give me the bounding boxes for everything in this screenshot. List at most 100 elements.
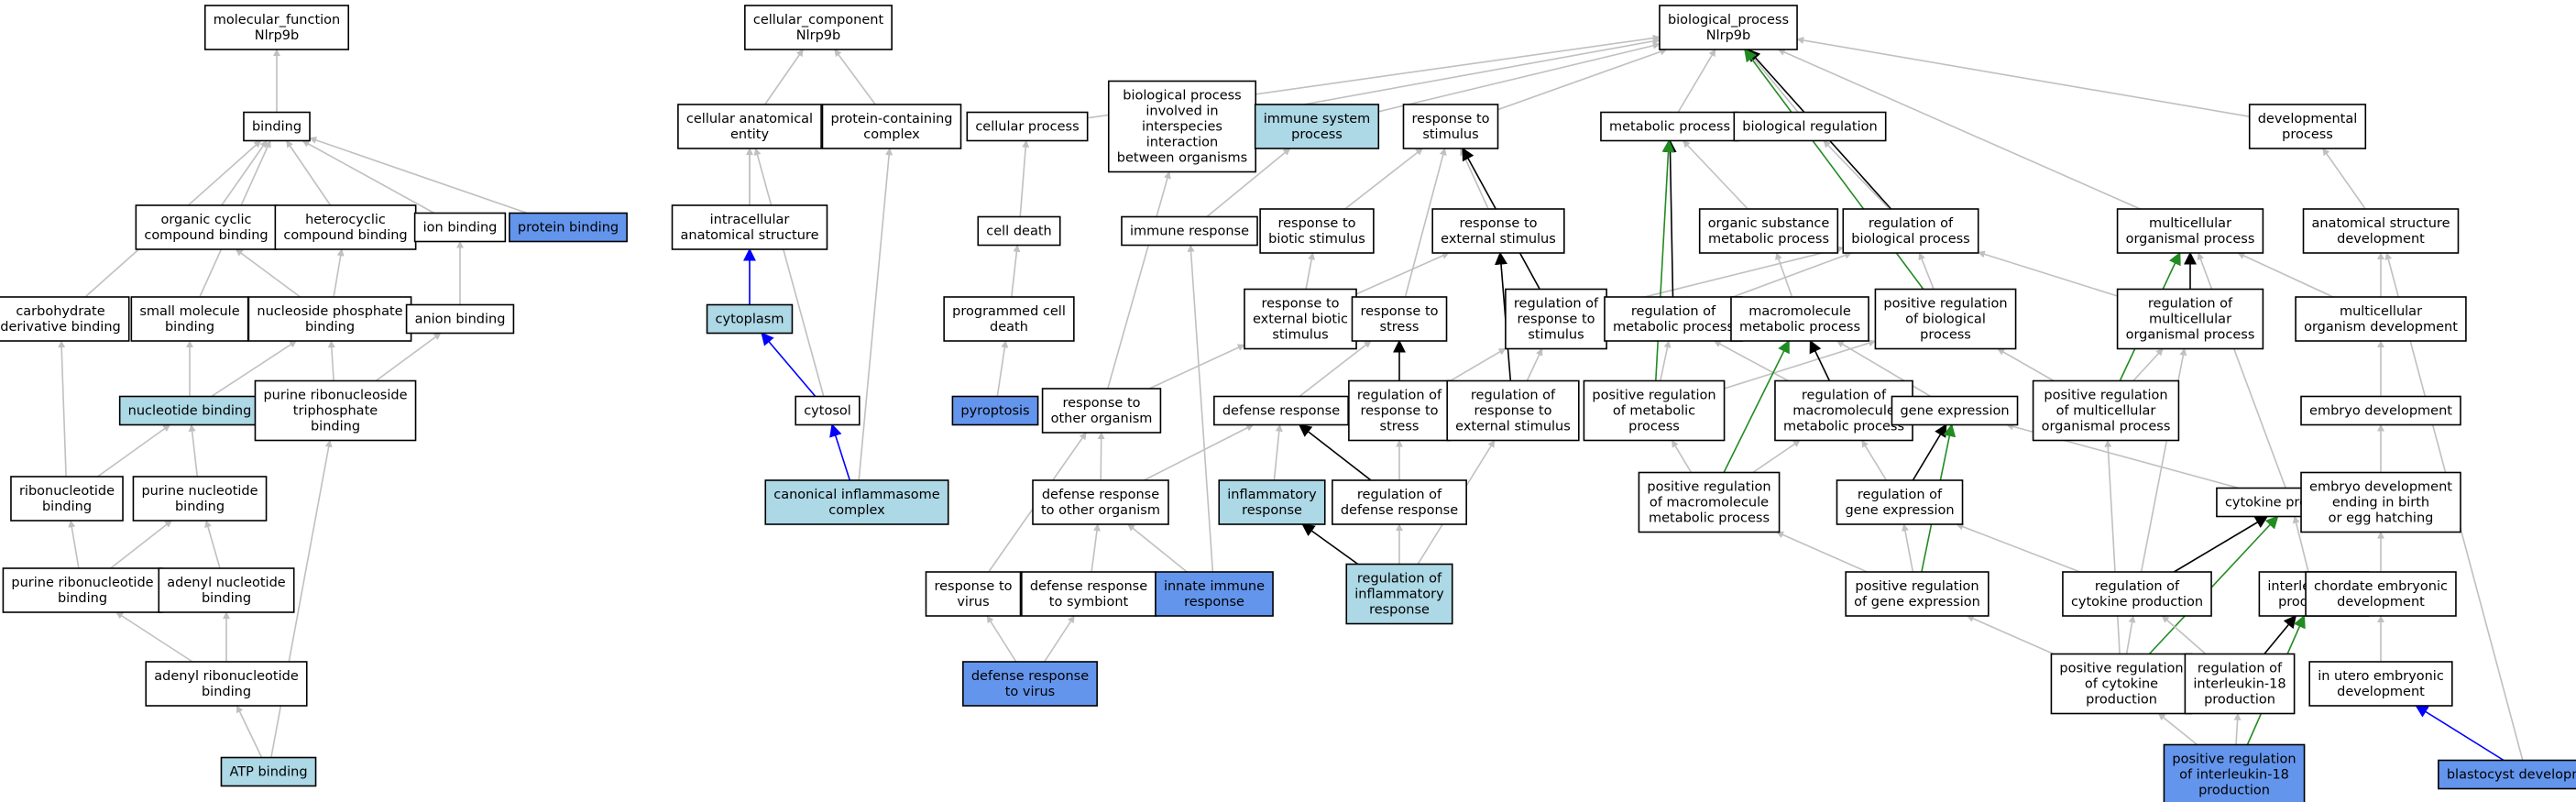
node-box xyxy=(145,661,308,707)
node-anb: anion binding xyxy=(405,303,515,335)
node-label-line: embryo development xyxy=(2309,480,2452,495)
edge-drtv-to-drts xyxy=(1044,615,1075,663)
node-protb: protein binding xyxy=(509,212,628,243)
node-label-line: macromolecule xyxy=(1748,304,1851,319)
node-box xyxy=(1774,379,1913,442)
node-box xyxy=(1155,571,1274,617)
node-label-line: positive regulation xyxy=(1592,389,1716,403)
node-box xyxy=(2248,104,2367,149)
edge-cd-to-cp xyxy=(1019,139,1030,217)
node-label-line: metabolic process xyxy=(1649,511,1770,526)
node-box xyxy=(677,104,822,149)
node-cp: cellular process xyxy=(966,111,1089,142)
node-box xyxy=(1446,379,1580,442)
node-label-line: chordate embryonic xyxy=(2314,579,2448,594)
node-box xyxy=(764,479,949,525)
node-label-line: defense response xyxy=(971,669,1089,684)
node-label-line: carbohydrate xyxy=(16,304,104,319)
edge-prnb-to-pnb xyxy=(110,520,172,569)
node-label-line: response to xyxy=(1277,216,1355,231)
node-label-line: defense response xyxy=(1341,503,1458,518)
node-label-line: organism development xyxy=(2304,320,2458,335)
node-label-line: interspecies xyxy=(1142,120,1222,135)
edge-mop-to-bp xyxy=(1777,49,2141,210)
node-label-line: positive regulation xyxy=(2172,753,2296,767)
node-label-line: regulation of xyxy=(1357,389,1442,403)
edge-rmop-to-rbp xyxy=(1977,250,2118,297)
node-label-line: binding xyxy=(58,591,107,606)
node-box xyxy=(1021,571,1156,617)
node-box xyxy=(1332,479,1467,525)
node-label-line: metabolic process xyxy=(1739,320,1860,335)
node-label-line: purine ribonucleoside xyxy=(263,389,407,403)
edge-prcp-to-cytp xyxy=(2148,515,2279,655)
edge-cae-to-cc xyxy=(764,49,804,105)
node-label-line: interleukin-18 xyxy=(2193,677,2286,692)
node-label-line: organic substance xyxy=(1708,216,1830,231)
node-label-line: metabolic process xyxy=(1783,420,1904,434)
node-label-line: virus xyxy=(957,595,989,610)
node-label-line: small molecule xyxy=(139,304,239,319)
edge-prcp-to-rcp xyxy=(2125,615,2136,654)
edge-prcp-to-prmop xyxy=(2104,439,2121,654)
node-defr: defense response xyxy=(1213,395,1349,426)
node-label-line: adenyl ribonucleotide xyxy=(154,669,299,684)
edge-atpb-to-adrnb xyxy=(236,705,263,758)
node-label-line: developmental xyxy=(2258,112,2358,126)
node-label-line: positive regulation xyxy=(2044,389,2167,403)
node-label-line: binding xyxy=(202,591,251,606)
edge-rtstress-to-rts xyxy=(1404,148,1447,298)
edge-prge-to-rge xyxy=(1902,523,1914,573)
edge-dp-to-bp xyxy=(1796,37,2250,117)
node-label-line: ending in birth xyxy=(2332,496,2429,511)
node-box xyxy=(413,212,507,243)
node-box xyxy=(203,5,350,50)
node-label-line: ATP binding xyxy=(229,765,307,780)
node-label-line: positive regulation xyxy=(2059,662,2183,676)
edge-rtebs-to-rtes xyxy=(1355,252,1450,295)
node-box xyxy=(1874,288,2017,350)
node-label-line: organismal process xyxy=(2042,420,2171,434)
node-label-line: regulation of xyxy=(1802,389,1887,403)
edge-rir-to-infr xyxy=(1301,523,1359,566)
node-label-line: entity xyxy=(730,127,770,142)
node-label-line: protein binding xyxy=(518,221,619,236)
node-label-line: of metabolic xyxy=(1613,404,1695,419)
edge-pyro-to-pcd xyxy=(996,340,1009,397)
node-box xyxy=(2116,288,2264,350)
node-box xyxy=(10,476,124,522)
node-label-line: blastocyst development xyxy=(2447,768,2576,783)
edge-rtes-to-rts xyxy=(1460,148,1489,210)
edge-pnb-to-nucb xyxy=(188,423,199,478)
node-label-line: regulation of xyxy=(2095,579,2180,594)
edge-infr-to-defr xyxy=(1273,423,1283,481)
node-label-line: defense response xyxy=(1042,488,1159,502)
edge-iir-to-ir xyxy=(1187,244,1214,573)
node-box xyxy=(821,104,962,149)
node-label-line: involved in xyxy=(1145,104,1218,119)
node-label-line: cytokine production xyxy=(2071,595,2203,610)
node-box xyxy=(744,5,893,50)
edge-rcp-to-cytp xyxy=(2173,515,2269,573)
node-box xyxy=(0,296,130,342)
